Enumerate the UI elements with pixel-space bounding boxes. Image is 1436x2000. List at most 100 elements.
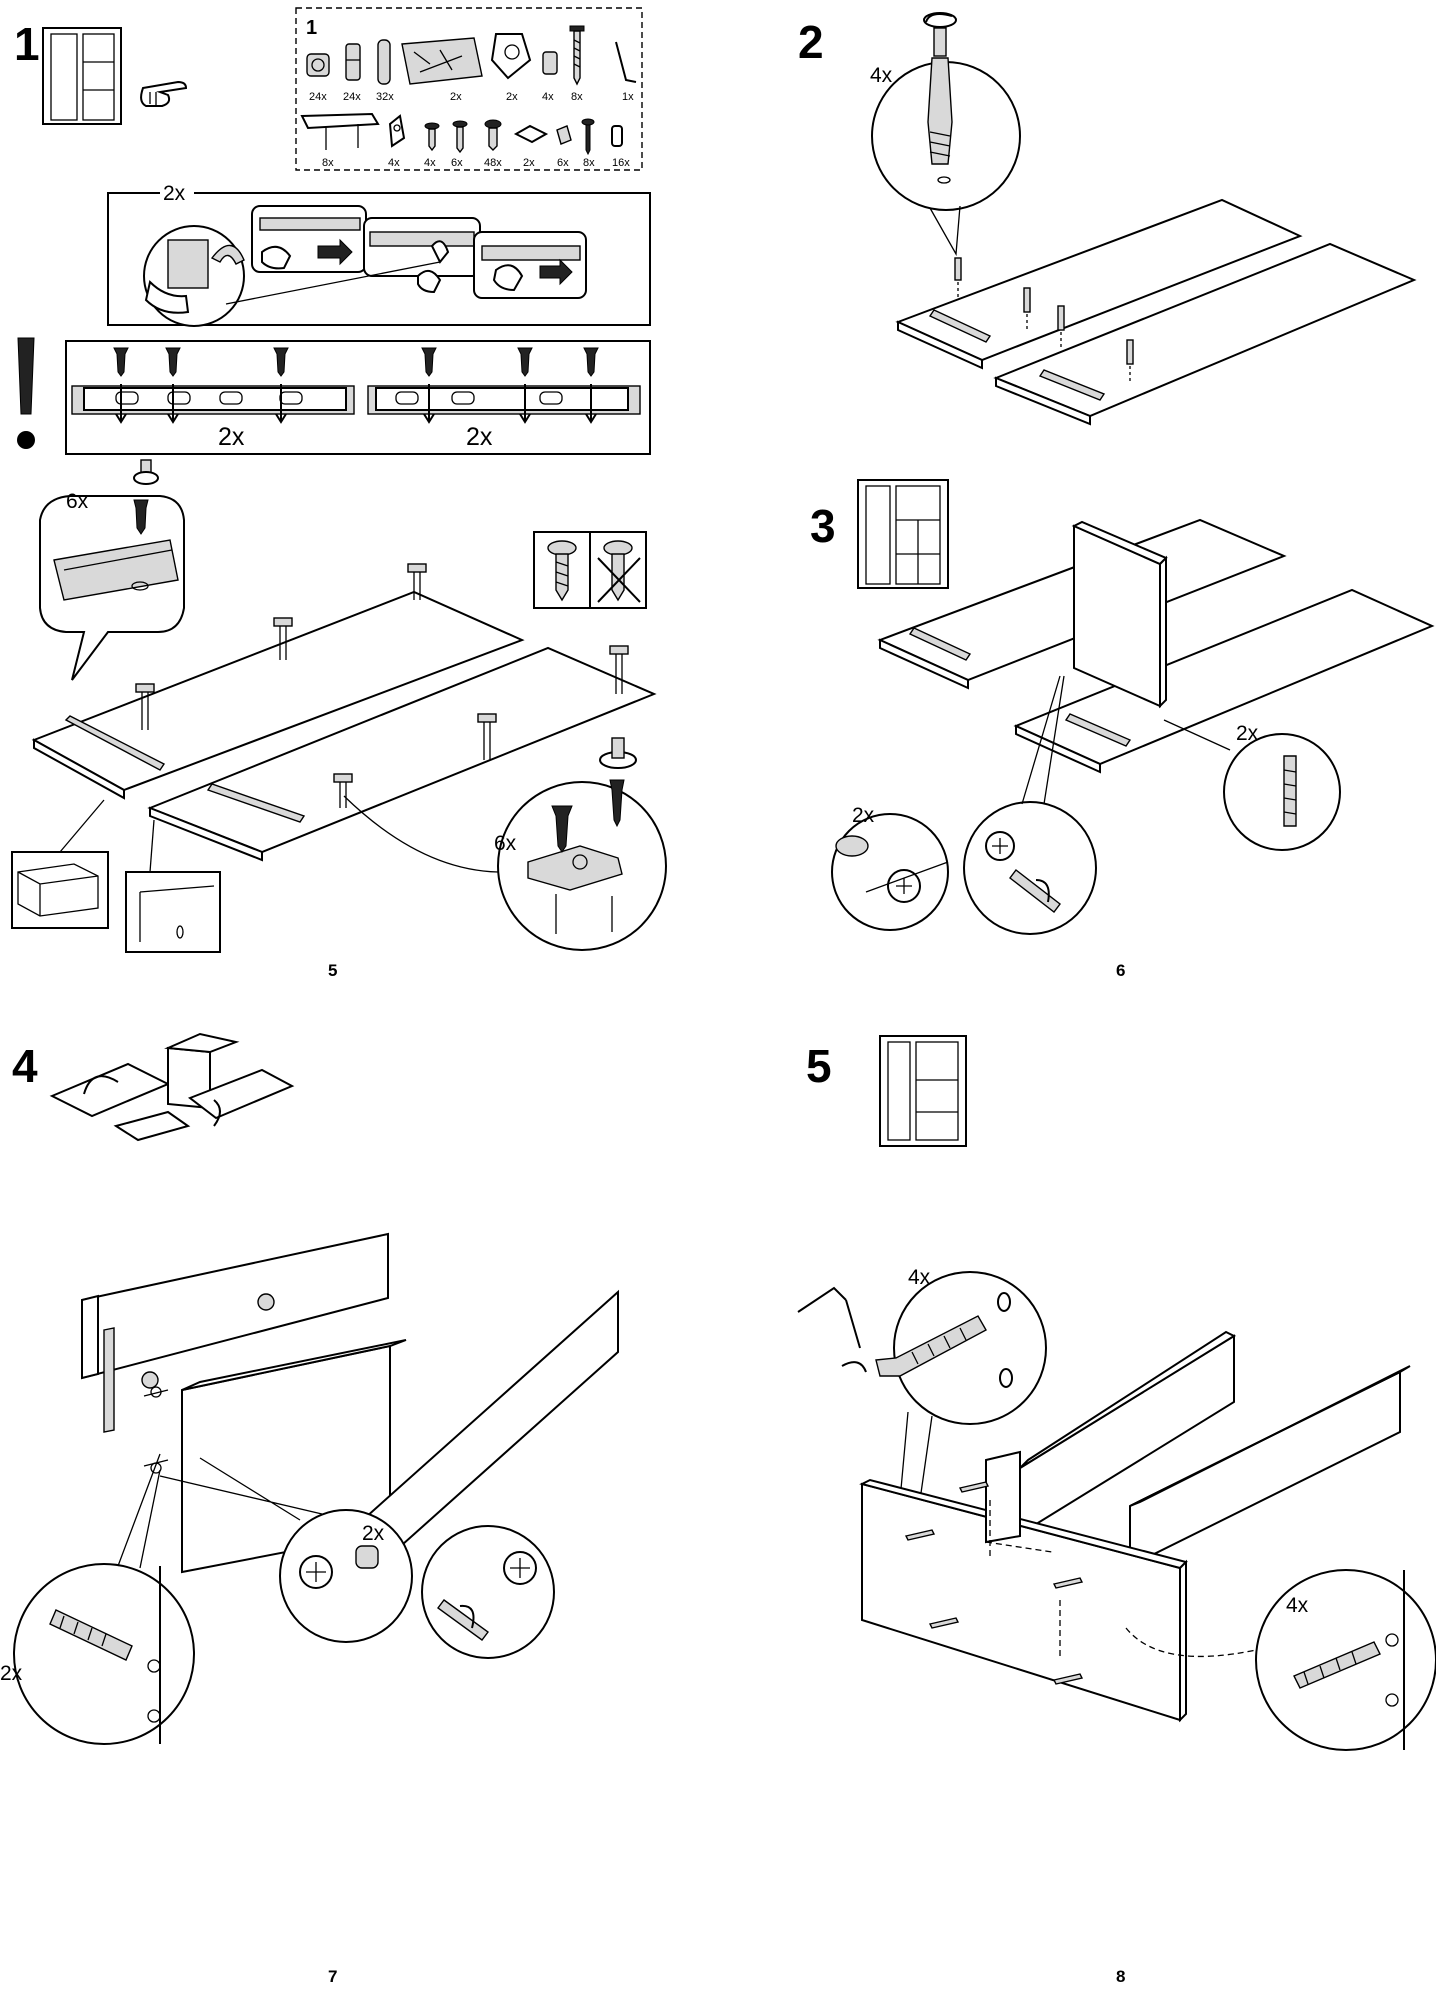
board-step2-upper	[895, 198, 1303, 370]
cam-callouts-step3: 2x	[831, 675, 1097, 935]
tall-screw-part-icon	[581, 118, 595, 156]
svg-text:2x: 2x	[523, 157, 535, 169]
bracket-part-icon	[388, 114, 406, 148]
screw-wrong-icon	[597, 540, 641, 603]
board-step3-lower	[1013, 588, 1435, 774]
parts-panel-label: 1	[306, 17, 317, 39]
svg-text:2x: 2x	[450, 91, 462, 103]
screw-callout-step5: 4x	[875, 1266, 1047, 1501]
edge-detail-inset-left	[11, 799, 109, 929]
long-screw-part-icon	[569, 25, 585, 86]
dowel-callout-step5: 4x	[1125, 1569, 1436, 1751]
cam-lock-part-icon	[306, 53, 330, 77]
rail-screw-icons	[113, 347, 599, 377]
svg-text:8x: 8x	[583, 157, 595, 169]
svg-text:48x: 48x	[484, 157, 502, 169]
step-3-dowel-qty: 2x	[1236, 722, 1259, 745]
svg-text:24x: 24x	[309, 91, 327, 103]
svg-text:4x: 4x	[424, 157, 436, 169]
front-panel-step5	[859, 1478, 1188, 1723]
parts-panel: 1	[295, 7, 643, 171]
dowels-step2	[954, 257, 1134, 384]
step-2-qty: 4x	[870, 64, 893, 87]
dowel-part-icon	[377, 39, 391, 85]
page-number-7: 7	[328, 1967, 337, 1986]
hardware-bag-icon	[401, 37, 483, 85]
svg-text:6x: 6x	[557, 157, 569, 169]
rail-left-qty: 2x	[218, 423, 245, 451]
clip-qty: 6x	[494, 832, 517, 855]
screw-ok-icon	[547, 540, 577, 602]
divider-panel-step5	[985, 1450, 1061, 1660]
screw-part-icon	[452, 120, 468, 154]
step-2: 2 4x	[798, 12, 1417, 426]
cap-part-icon	[556, 125, 572, 145]
small-screw-part-icon	[424, 122, 440, 152]
flip-thumbnail	[49, 1032, 295, 1142]
dowel-callout-step2: 4x	[870, 12, 1021, 257]
step-1-number: 1	[14, 18, 40, 70]
handle-part-icon	[300, 112, 380, 150]
pointing-hand-icon	[140, 80, 188, 107]
step-5: 5 4x	[797, 1035, 1436, 1986]
wardrobe-thumbnail-step5	[879, 1035, 967, 1147]
detail-callout: 6x	[39, 490, 185, 681]
side-panel-board-lower	[147, 646, 657, 862]
svg-text:4x: 4x	[388, 157, 400, 169]
step-4-number: 4	[12, 1040, 38, 1092]
rail-fittings	[135, 563, 629, 808]
allen-key-icon	[615, 41, 637, 83]
right-panel-step5	[1129, 1365, 1411, 1568]
rail-screw-box: 2x 2x	[65, 340, 651, 455]
svg-text:8x: 8x	[322, 157, 334, 169]
step-3-number: 3	[810, 500, 836, 552]
svg-text:32x: 32x	[376, 91, 394, 103]
rail-right-qty: 2x	[466, 423, 493, 451]
plug-part-icon	[611, 125, 623, 147]
step-5-number: 5	[806, 1040, 832, 1092]
step-2-number: 2	[798, 16, 824, 68]
svg-text:1x: 1x	[622, 91, 634, 103]
detail-qty: 6x	[66, 490, 89, 513]
slide-box-qty: 2x	[163, 182, 186, 205]
shelf-support-part-icon	[490, 33, 532, 80]
exclamation-icon	[17, 337, 35, 449]
screwdriver-icon	[133, 459, 159, 485]
dowel-callout-step3: 2x	[1163, 719, 1341, 851]
upright-divider-panel	[1071, 520, 1168, 709]
dowel-callout-step4: 2x	[0, 1453, 195, 1745]
edge-detail-inset-right	[125, 819, 221, 953]
svg-text:4x: 4x	[542, 91, 554, 103]
allen-key-icon	[797, 1286, 867, 1373]
wardrobe-thumbnail	[42, 27, 122, 125]
cam-fittings-step4	[141, 1293, 275, 1474]
cam-bolt-part-icon	[345, 43, 361, 81]
side-panel-step4	[81, 1232, 389, 1433]
step-4-cam-qty: 2x	[362, 1522, 385, 1545]
svg-text:2x: 2x	[506, 91, 518, 103]
svg-text:6x: 6x	[451, 157, 463, 169]
step-3: 3 2x	[810, 479, 1435, 980]
board-step2-lower	[993, 242, 1417, 426]
screw-comparison-box	[533, 531, 647, 609]
page-number-8: 8	[1116, 1967, 1125, 1986]
clip-callout: 6x	[343, 737, 667, 951]
svg-text:16x: 16x	[612, 157, 630, 169]
step-4: 4	[0, 1032, 619, 1986]
screws-step5	[904, 1481, 1084, 1685]
wardrobe-thumbnail-step3	[857, 479, 949, 589]
step-1: 1 1	[11, 7, 667, 980]
svg-text:8x: 8x	[571, 91, 583, 103]
page-number-5: 5	[328, 961, 337, 980]
step-4-dowel-qty: 2x	[0, 1662, 23, 1685]
back-panel-step5	[1019, 1330, 1237, 1536]
short-screw-part-icon	[484, 119, 502, 151]
spacer-part-icon	[542, 51, 558, 75]
svg-text:24x: 24x	[343, 91, 361, 103]
step-5-screw-qty: 4x	[908, 1266, 931, 1289]
cam-callouts-step4: 2x	[159, 1457, 555, 1659]
slide-separation-box: 2x	[107, 182, 651, 327]
side-panel-board-upper	[31, 590, 525, 800]
catch-part-icon	[513, 124, 549, 144]
